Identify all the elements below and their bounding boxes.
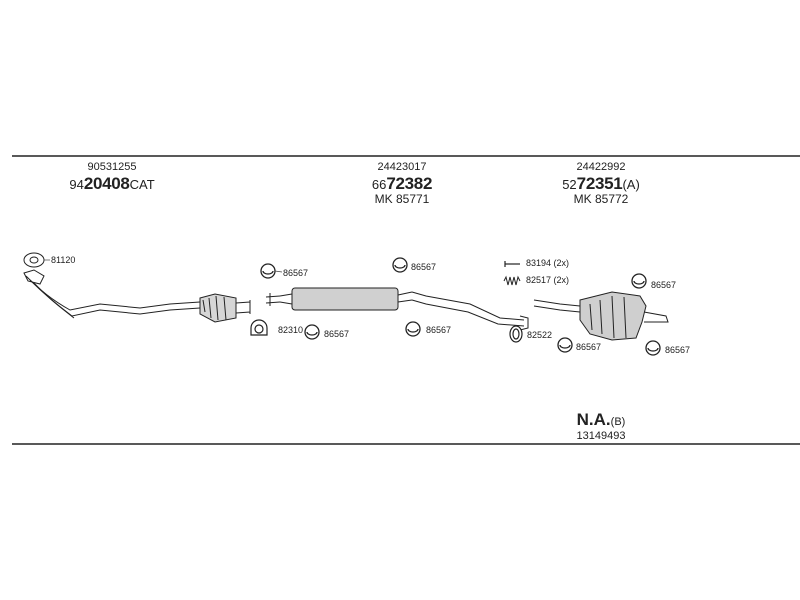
spring-82517-icon [503, 275, 521, 286]
rear-silencer [533, 291, 669, 341]
na-oe-number: 13149493 [576, 429, 626, 442]
not-available-block: N.A.(B) 13149493 [556, 410, 646, 442]
group-front-pipe: 90531255 9420408CAT [62, 161, 162, 193]
label-hanger-f: 86567 [576, 342, 602, 352]
label-83194: 83194 (2x) [526, 258, 570, 268]
label-hanger-g: 86567 [665, 345, 691, 355]
label-hanger-b: 86567 [324, 329, 350, 339]
part-number: 9420408CAT [69, 173, 155, 193]
gasket-81120-icon [23, 252, 45, 268]
front-pipe-catalyst [23, 269, 251, 323]
label-82522: 82522 [527, 330, 553, 340]
screw-83194-icon [504, 261, 520, 267]
label-hanger-d: 86567 [426, 325, 452, 335]
part-number: 5272351(A) [562, 173, 640, 193]
label-82310: 82310 [278, 325, 304, 335]
leader-lines [44, 259, 283, 273]
label-hanger-a: 86567 [283, 268, 309, 278]
middle-silencer [265, 287, 529, 331]
group-rear-silencer: 24422992 5272351(A) MK 85772 [546, 161, 656, 207]
label-82517: 82517 (2x) [526, 275, 570, 285]
rubber-hanger-icon [260, 257, 661, 356]
label-hanger-e: 86567 [651, 280, 677, 290]
oe-number: 24423017 [377, 161, 427, 173]
group-middle-silencer: 24423017 6672382 MK 85771 [352, 161, 452, 207]
clamp-82310-icon [250, 319, 268, 336]
part-number: 6672382 [371, 173, 433, 193]
label-81120: 81120 [51, 255, 76, 265]
mounting-kit-label: MK 85772 [573, 192, 629, 207]
mounting-kit-label: MK 85771 [374, 192, 430, 207]
oe-number: 24422992 [576, 161, 626, 173]
ring-82522-icon [509, 325, 523, 343]
label-hanger-c: 86567 [411, 262, 437, 272]
oe-number: 90531255 [87, 161, 137, 173]
na-label: N.A.(B) [576, 410, 626, 429]
